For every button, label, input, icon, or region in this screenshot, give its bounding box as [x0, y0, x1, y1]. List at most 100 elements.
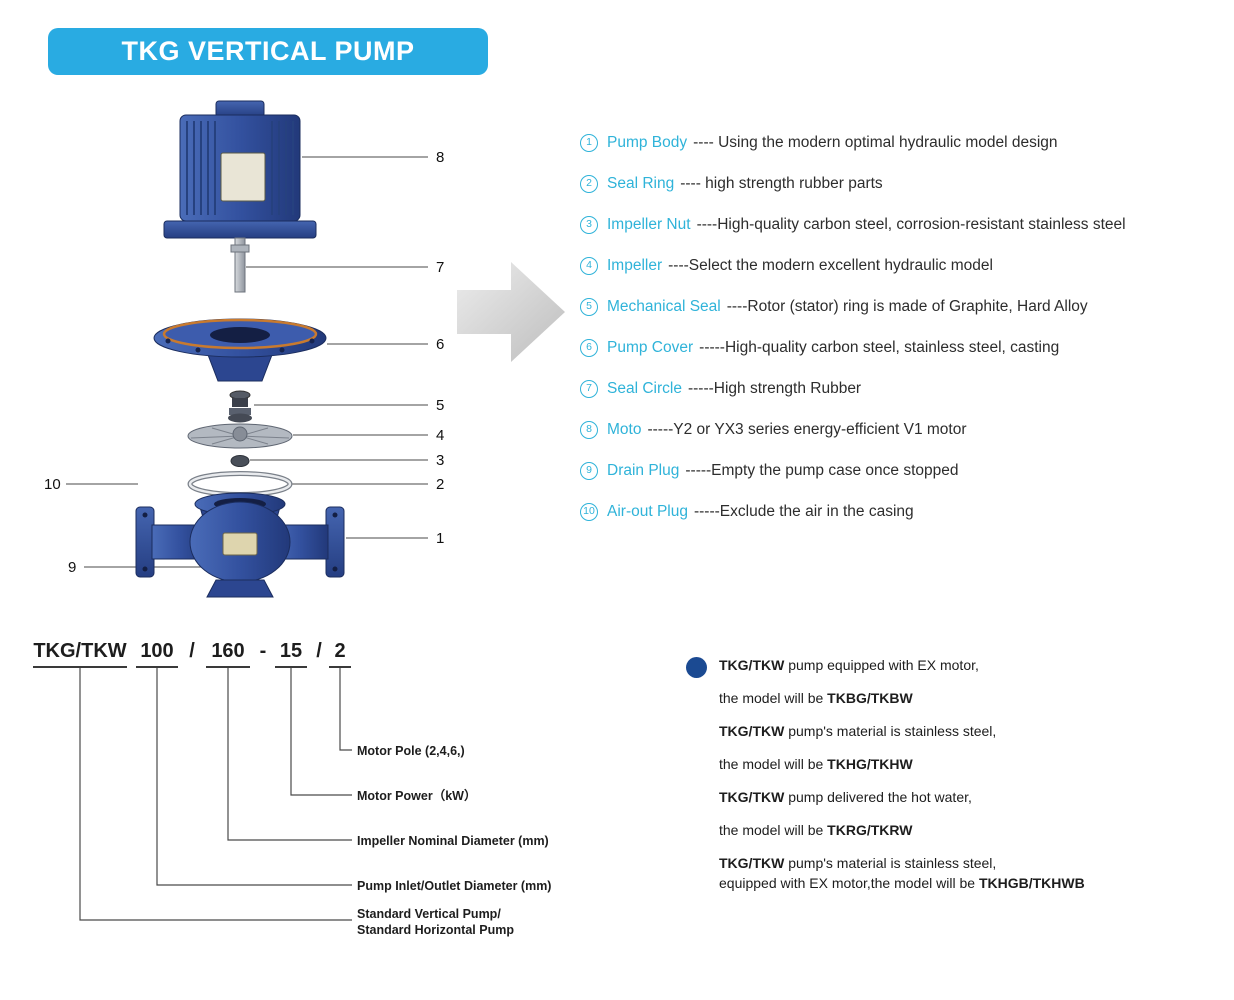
part-description: ----Select the modern excellent hydrauli…	[668, 256, 993, 274]
part-name: Air-out Plug	[607, 502, 688, 520]
pump-body	[135, 492, 345, 598]
note-series: TKG/TKW	[719, 789, 785, 805]
part-description: -----Y2 or YX3 series energy-efficient V…	[647, 420, 967, 438]
part-number-badge: 10	[580, 502, 598, 521]
part-row-10: 10 Air-out Plug -----Exclude the air in …	[580, 491, 1232, 532]
label-motor-pole: Motor Pole (2,4,6,)	[357, 744, 465, 758]
callout-1: 1	[436, 530, 444, 547]
label-impeller-diam: Impeller Nominal Diameter (mm)	[357, 834, 549, 848]
note-text: the model will be	[719, 756, 828, 772]
motor-base	[163, 220, 317, 239]
part-description: ---- high strength rubber parts	[680, 174, 883, 192]
note-text: pump's material is stainless steel,	[784, 855, 997, 871]
page-title: TKG VERTICAL PUMP	[121, 36, 415, 66]
callout-7: 7	[436, 259, 444, 276]
model-separator: /	[316, 640, 322, 662]
part-description: ----High-quality carbon steel, corrosion…	[696, 215, 1126, 233]
part-name: Mechanical Seal	[607, 297, 721, 315]
title-banner: TKG VERTICAL PUMP	[48, 28, 488, 75]
part-row-4: 4 Impeller ----Select the modern excelle…	[580, 245, 1232, 286]
callout-10: 10	[44, 476, 61, 493]
part-number-badge: 4	[580, 256, 598, 275]
part-description: -----Empty the pump case once stopped	[685, 461, 959, 479]
callout-4: 4	[436, 427, 444, 444]
label-inlet-diam: Pump Inlet/Outlet Diameter (mm)	[357, 879, 552, 893]
part-row-8: 8 Moto -----Y2 or YX3 series energy-effi…	[580, 409, 1232, 450]
model-power: 15	[275, 640, 307, 668]
part-number-badge: 5	[580, 297, 598, 316]
parts-list: 1 Pump Body ---- Using the modern optima…	[580, 122, 1232, 532]
part-name: Impeller Nut	[607, 215, 691, 233]
note-text: pump equipped with EX motor,	[784, 657, 979, 673]
label-pump-type-line2: Standard Horizontal Pump	[357, 923, 514, 937]
callout-2: 2	[436, 476, 444, 493]
motor-fins	[186, 121, 294, 215]
part-name: Pump Cover	[607, 338, 694, 356]
label-pump-type-line1: Standard Vertical Pump/	[357, 907, 501, 921]
motor-nameplate	[220, 152, 266, 202]
callout-9: 9	[68, 559, 76, 576]
drain-plug-foot	[206, 579, 274, 598]
part-row-1: 1 Pump Body ---- Using the modern optima…	[580, 122, 1232, 163]
part-name: Pump Body	[607, 133, 688, 151]
pump-cover	[153, 318, 327, 382]
body-nameplate	[222, 532, 258, 556]
part-number-badge: 8	[580, 420, 598, 439]
part-description: ----Rotor (stator) ring is made of Graph…	[726, 297, 1088, 315]
model-pole: 2	[329, 640, 351, 668]
part-row-9: 9 Drain Plug -----Empty the pump case on…	[580, 450, 1232, 491]
part-name: Seal Circle	[607, 379, 682, 397]
model-impeller-diam: 160	[206, 640, 250, 668]
part-number-badge: 9	[580, 461, 598, 480]
pointer-arrow-icon	[457, 262, 565, 362]
note-hot-water: TKG/TKW pump delivered the hot water, th…	[719, 787, 1199, 840]
callout-lines	[66, 156, 428, 568]
mechanical-seal	[228, 390, 252, 423]
model-separator: /	[189, 640, 195, 662]
part-name: Moto	[607, 420, 642, 438]
note-series: TKG/TKW	[719, 657, 785, 673]
callout-8: 8	[436, 149, 444, 166]
model-series: TKG/TKW	[33, 640, 127, 668]
note-text: pump delivered the hot water,	[784, 789, 972, 805]
note-model-code: TKHGB/TKHWB	[978, 875, 1085, 891]
impeller	[187, 423, 293, 449]
model-separator: -	[259, 640, 267, 662]
note-model-code: TKBG/TKBW	[827, 690, 913, 706]
part-name: Impeller	[607, 256, 663, 274]
callout-6: 6	[436, 336, 444, 353]
part-row-6: 6 Pump Cover -----High-quality carbon st…	[580, 327, 1232, 368]
note-text: the model will be	[719, 822, 828, 838]
part-name: Seal Ring	[607, 174, 675, 192]
note-model-code: TKHG/TKHW	[827, 756, 913, 772]
part-row-7: 7 Seal Circle -----High strength Rubber	[580, 368, 1232, 409]
impeller-nut	[230, 455, 250, 467]
callout-3: 3	[436, 452, 444, 469]
part-number-badge: 6	[580, 338, 598, 357]
bullet-icon	[686, 657, 707, 678]
callout-5: 5	[436, 397, 444, 414]
label-pump-type: Standard Vertical Pump/ Standard Horizon…	[357, 906, 514, 938]
part-description: ---- Using the modern optimal hydraulic …	[693, 133, 1058, 151]
part-name: Drain Plug	[607, 461, 680, 479]
pump-exploded-diagram: 8 7 6 5 4 3 2 1 10 9	[44, 100, 444, 598]
part-row-5: 5 Mechanical Seal ----Rotor (stator) rin…	[580, 286, 1232, 327]
model-inlet-diam: 100	[136, 640, 178, 668]
note-text: pump's material is stainless steel,	[784, 723, 997, 739]
part-number-badge: 2	[580, 174, 598, 193]
note-stainless: TKG/TKW pump's material is stainless ste…	[719, 721, 1199, 774]
note-text: the model will be	[719, 690, 828, 706]
model-variant-notes: TKG/TKW pump equipped with EX motor, the…	[719, 655, 1199, 906]
motor	[163, 100, 317, 239]
shaft	[230, 237, 250, 293]
part-number-badge: 7	[580, 379, 598, 398]
part-number-badge: 1	[580, 133, 598, 152]
part-description: -----Exclude the air in the casing	[693, 502, 914, 520]
part-description: -----High strength Rubber	[687, 379, 862, 397]
seal-ring	[187, 471, 293, 497]
note-model-code: TKRG/TKRW	[827, 822, 913, 838]
note-stainless-ex: TKG/TKW pump's material is stainless ste…	[719, 853, 1199, 893]
part-row-2: 2 Seal Ring ---- high strength rubber pa…	[580, 163, 1232, 204]
note-text: equipped with EX motor,the model will be	[719, 875, 979, 891]
